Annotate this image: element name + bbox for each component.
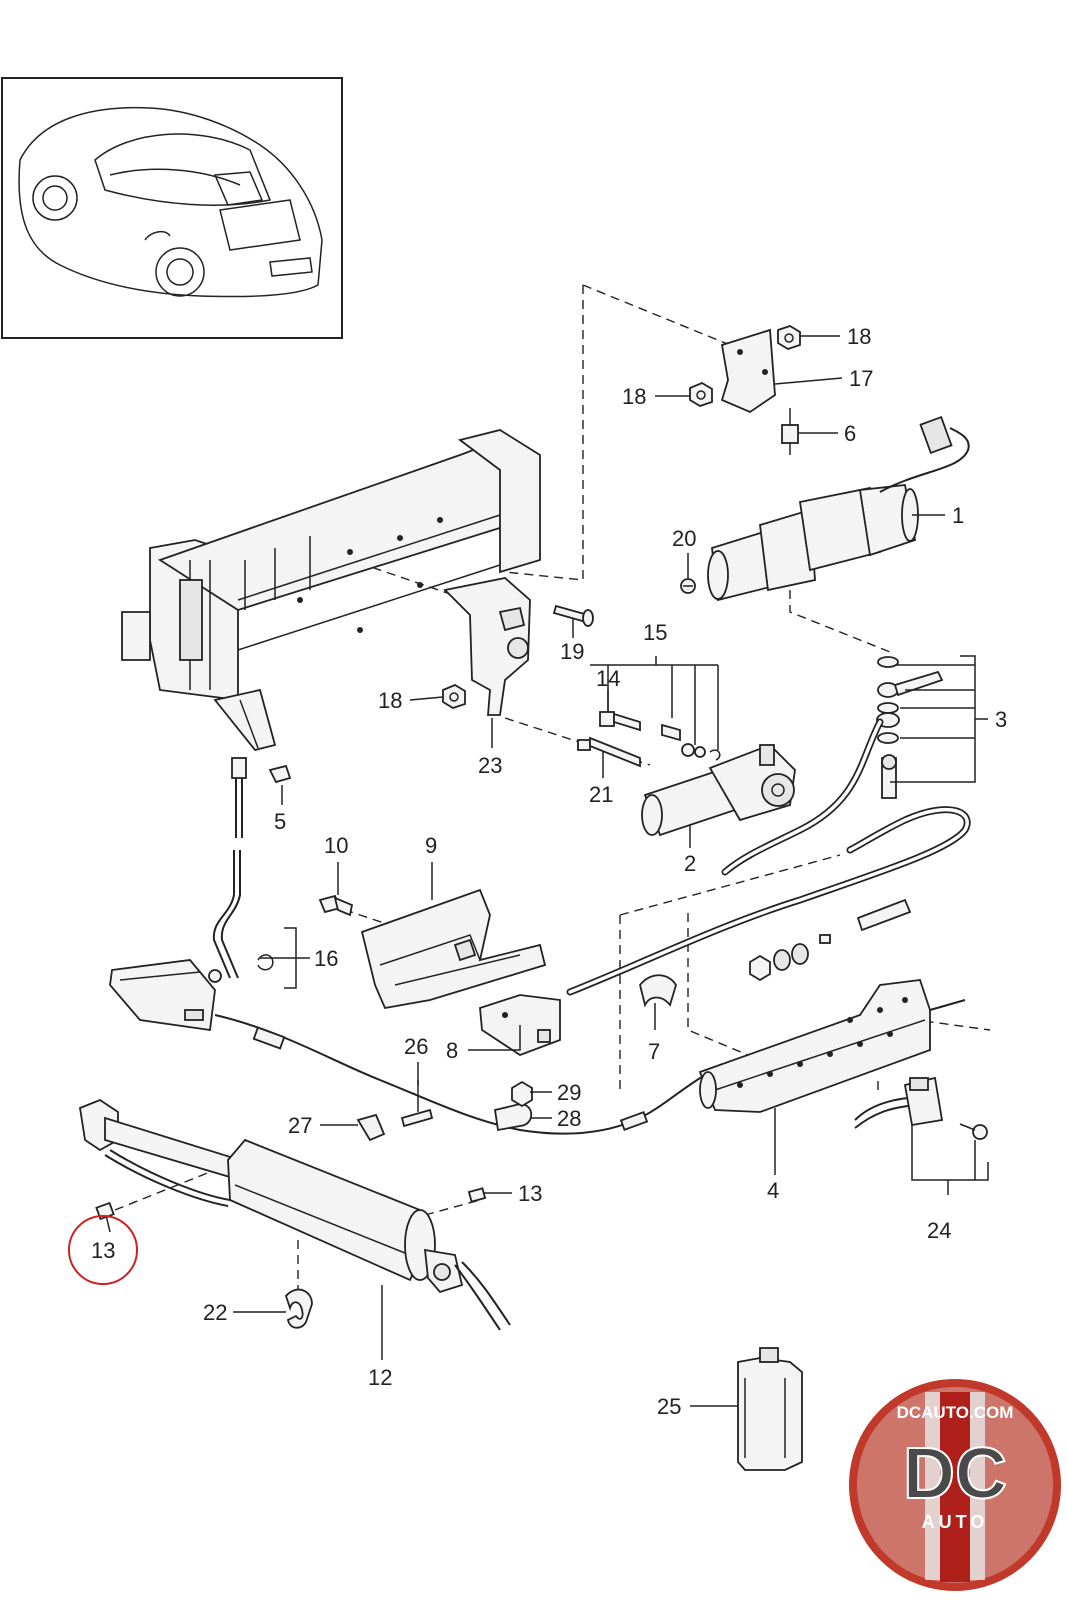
callout-5: 5 [274, 809, 286, 834]
callout-14: 14 [596, 666, 620, 691]
callout-8: 8 [446, 1038, 458, 1063]
rod-5 [231, 757, 292, 838]
hose-kit-3 [876, 656, 944, 799]
callout-23: 23 [478, 753, 502, 778]
callout-28: 28 [557, 1106, 581, 1131]
callout-1: 1 [952, 503, 964, 528]
callout-15: 15 [643, 620, 667, 645]
callout-2: 2 [684, 851, 696, 876]
nut-18-mid [442, 683, 466, 709]
callout-leaders [105, 335, 989, 1407]
logo-top-text: DCAUTO.COM [897, 1403, 1014, 1422]
bolt-19 [552, 604, 594, 627]
bracket-17 [720, 328, 776, 414]
callout-12: 12 [368, 1365, 392, 1390]
callout-16: 16 [314, 946, 338, 971]
sensor-24 [854, 1076, 988, 1140]
callout-13: 13 [518, 1181, 542, 1206]
bolt-10 [318, 894, 354, 917]
stud-6 [781, 408, 799, 455]
callout-labels: 18 17 18 6 1 20 19 15 14 18 3 23 21 5 2 … [91, 324, 1007, 1419]
highlight-circle [68, 1215, 138, 1285]
callout-21: 21 [589, 782, 613, 807]
hydraulic-hose [566, 718, 971, 996]
clip-22 [284, 1288, 313, 1329]
callout-29: 29 [557, 1080, 581, 1105]
clip-28 [493, 1103, 533, 1132]
callout-4: 4 [767, 1178, 779, 1203]
pin-21 [577, 736, 641, 768]
callout-6: 6 [844, 421, 856, 446]
washers [749, 943, 809, 982]
drive-unit-4 [698, 979, 966, 1113]
fitting-13-right [467, 1187, 487, 1203]
logo-bottom-text: AUTO [922, 1512, 989, 1532]
kit-15 [661, 723, 721, 761]
callout-13-highlighted: 13 [91, 1238, 115, 1263]
dcauto-logo: DCAUTO.COM DC AUTO [849, 1379, 1061, 1591]
callout-9: 9 [425, 833, 437, 858]
callout-25: 25 [657, 1394, 681, 1419]
callout-7: 7 [648, 1039, 660, 1064]
bracket-23 [443, 577, 531, 716]
cylinder-12 [79, 1098, 511, 1331]
link-16 [208, 850, 274, 983]
callout-10: 10 [324, 833, 348, 858]
logo-main-text: DC [903, 1434, 1007, 1514]
callout-18: 18 [622, 384, 646, 409]
cover-9 [360, 888, 547, 1010]
nut-18-top [777, 325, 801, 350]
callout-22: 22 [203, 1300, 227, 1325]
callout-26: 26 [404, 1034, 428, 1059]
clip-7 [639, 974, 677, 1008]
clip-27 [356, 1113, 386, 1142]
pump-1 [707, 415, 970, 602]
vehicle-thumbnail [1, 77, 343, 339]
fluid-bottle-25 [737, 1347, 803, 1471]
roof-frame [121, 429, 541, 752]
callout-18: 18 [378, 688, 402, 713]
callout-19: 19 [560, 639, 584, 664]
nut-29 [511, 1080, 533, 1108]
callout-3: 3 [995, 707, 1007, 732]
callout-24: 24 [927, 1218, 951, 1243]
callout-18: 18 [847, 324, 871, 349]
motor-2 [641, 743, 796, 837]
callout-20: 20 [672, 526, 696, 551]
nut-18-left [689, 381, 713, 407]
callout-17: 17 [849, 366, 873, 391]
clip-26 [400, 1080, 434, 1128]
screw-20 [680, 578, 696, 594]
callout-27: 27 [288, 1113, 312, 1138]
bolt-14 [599, 711, 641, 732]
